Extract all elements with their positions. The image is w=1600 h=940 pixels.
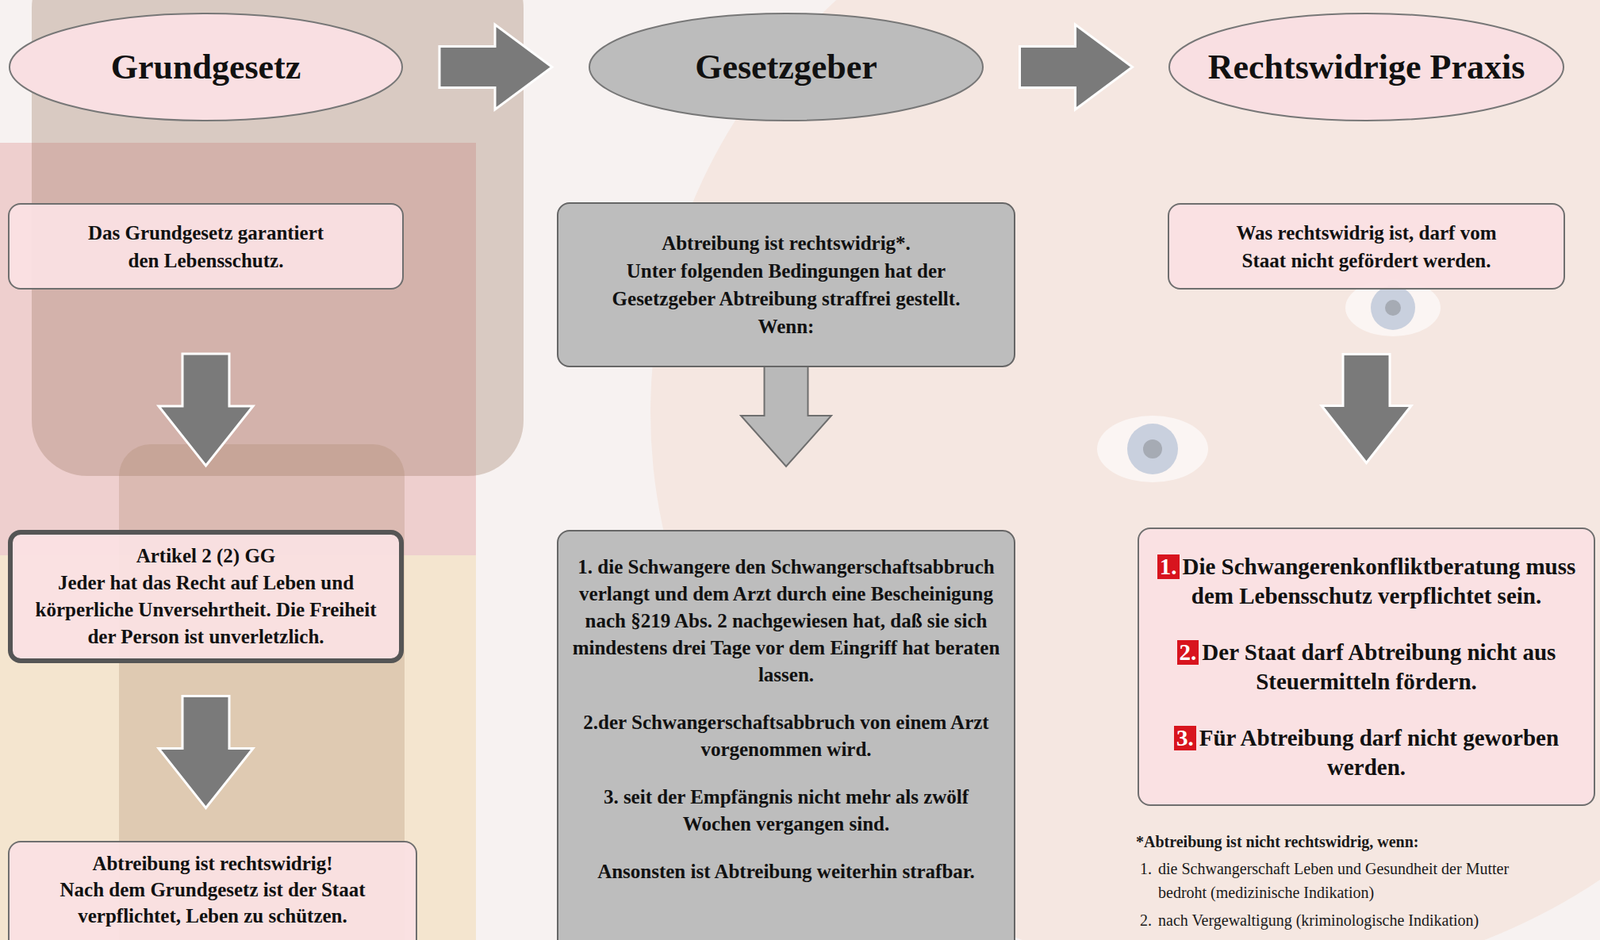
- header-ellipse: Rechtswidrige Praxis: [1167, 11, 1566, 123]
- demand-text: Der Staat darf Abtreibung nicht aus Steu…: [1201, 639, 1556, 695]
- header-title: Grundgesetz: [17, 46, 395, 89]
- ellipse-shape: [1169, 13, 1564, 121]
- demand-box: 1.Die Schwangerenkonfliktberatung muss d…: [1137, 527, 1596, 806]
- text-column: Abtreibung ist rechtswidrig*.Unter folge…: [591, 229, 981, 341]
- text-column: Grundgesetz: [17, 46, 395, 89]
- block-arrow: [158, 353, 254, 466]
- box-text: Nach dem Grundgesetz ist der Staat verpf…: [26, 876, 400, 929]
- box-text: Artikel 2 (2) GG: [22, 542, 390, 570]
- box-text: Das Grundgesetz garantiert den Lebenssch…: [71, 218, 342, 275]
- callout-number: 1.: [1157, 554, 1180, 580]
- text-column: Das Grundgesetz garantiert den Lebenssch…: [71, 218, 342, 275]
- footnote-number: 2.: [1139, 908, 1159, 933]
- demand-item: 3.Für Abtreibung darf nicht geworben wer…: [1156, 723, 1577, 783]
- text-column: Rechtswidrige Praxis: [1177, 46, 1556, 89]
- list-item: 3. seit der Empfängnis nicht mehr als zw…: [571, 783, 1001, 838]
- block-arrow: [439, 24, 553, 110]
- text-column: 1. die Schwangere den Schwangerschaftsab…: [571, 553, 1001, 886]
- ellipse-shape: [589, 13, 983, 121]
- demand-item: 2.Der Staat darf Abtreibung nicht aus St…: [1156, 637, 1577, 697]
- block-arrow: [1020, 24, 1133, 110]
- footnote-number: 1.: [1139, 856, 1159, 881]
- text-column: Gesetzgeber: [597, 46, 975, 89]
- header-ellipse: Gesetzgeber: [587, 11, 985, 123]
- ellipse-shape: [9, 13, 403, 121]
- box-text: Abtreibung ist rechtswidrig!: [26, 850, 400, 877]
- callout-number: 3.: [1174, 725, 1197, 752]
- demand-text: Für Abtreibung darf nicht geworben werde…: [1199, 725, 1559, 780]
- text-column: Was rechtswidrig ist, darf vom Staat nic…: [1216, 218, 1518, 275]
- box-text: Was rechtswidrig ist, darf vom Staat nic…: [1216, 218, 1518, 275]
- condition-box: 1. die Schwangere den Schwangerschaftsab…: [556, 529, 1016, 940]
- statement-box: Abtreibung ist rechtswidrig*.Unter folge…: [556, 202, 1016, 368]
- demand-item: 1.Die Schwangerenkonfliktberatung muss d…: [1156, 552, 1577, 611]
- block-arrow: [158, 696, 254, 809]
- text-column: Artikel 2 (2) GGJeder hat das Recht auf …: [22, 542, 390, 651]
- block-arrow: [1321, 354, 1412, 464]
- box-text: Jeder hat das Recht auf Leben und körper…: [22, 569, 390, 651]
- header-title: Rechtswidrige Praxis: [1177, 46, 1556, 89]
- law-box: Artikel 2 (2) GGJeder hat das Recht auf …: [7, 529, 404, 664]
- text-column: Abtreibung ist rechtswidrig!Nach dem Gru…: [26, 850, 400, 929]
- header-title: Gesetzgeber: [597, 46, 975, 89]
- footnote-heading: *Abtreibung ist nicht rechtswidrig, wenn…: [1135, 829, 1589, 854]
- box-text: Unter folgenden Bedingungen hat der Gese…: [591, 257, 981, 341]
- demand-text: Die Schwangerenkonfliktberatung muss dem…: [1182, 553, 1577, 609]
- callout-number: 2.: [1177, 640, 1200, 666]
- footnote-text: die Schwangerschaft Leben und Gesundheit…: [1158, 856, 1539, 905]
- list-item: 1. die Schwangere den Schwangerschaftsab…: [571, 553, 1001, 689]
- list-item: Ansonsten ist Abtreibung weiterhin straf…: [571, 858, 1001, 886]
- statement-box: Das Grundgesetz garantiert den Lebenssch…: [7, 203, 404, 290]
- text-column: 1.Die Schwangerenkonfliktberatung muss d…: [1156, 552, 1577, 783]
- header-ellipse: Grundgesetz: [7, 11, 404, 123]
- list-item: 2.der Schwangerschaftsabbruch von einem …: [571, 709, 1001, 764]
- block-arrow: [740, 366, 832, 467]
- statement-box: Was rechtswidrig ist, darf vom Staat nic…: [1167, 203, 1566, 290]
- box-text: Abtreibung ist rechtswidrig*.: [591, 229, 981, 258]
- statement-box: Abtreibung ist rechtswidrig!Nach dem Gru…: [7, 840, 418, 940]
- footnote-text: nach Vergewaltigung (kriminologische Ind…: [1158, 908, 1591, 933]
